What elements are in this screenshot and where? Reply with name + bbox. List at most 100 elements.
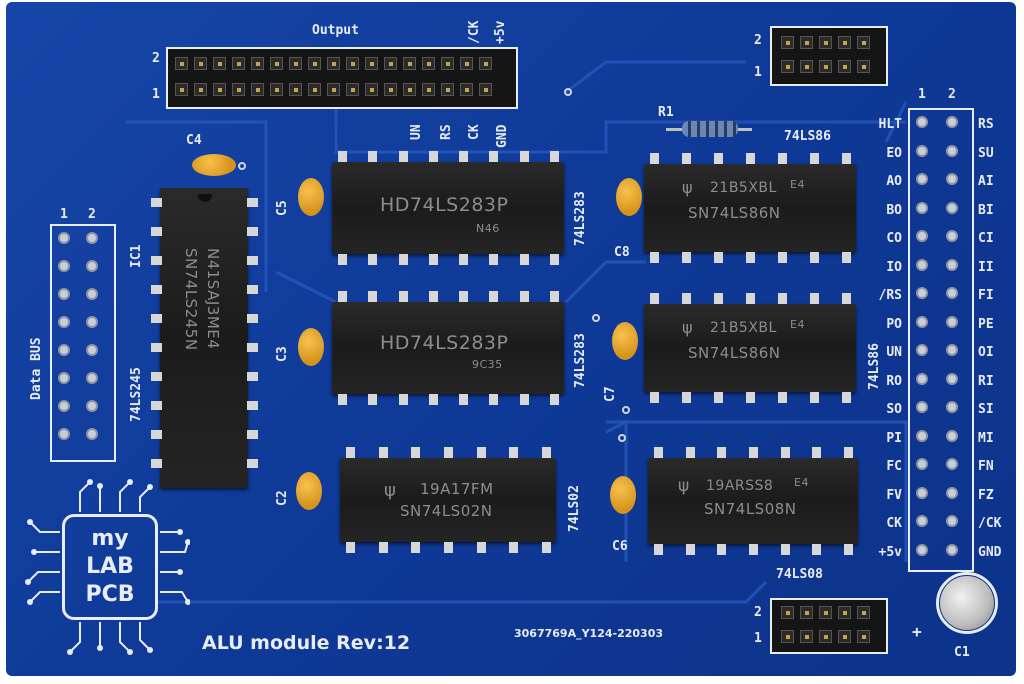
header-pad	[86, 316, 98, 328]
ti-logo-icon: ψ	[682, 178, 693, 197]
connector-pad	[916, 116, 928, 128]
connector-left-label: FV	[886, 487, 902, 503]
chip-leg	[746, 252, 755, 263]
u02-part-number: SN74LS02N	[400, 502, 493, 520]
header-pin	[460, 83, 473, 96]
header-pin	[289, 57, 302, 70]
connector-pad	[946, 458, 958, 470]
u-74ls283-b: HD74LS283P 9C35	[332, 302, 564, 394]
chip-leg	[810, 252, 819, 263]
chip-leg	[519, 254, 529, 265]
connector-right-label: SI	[978, 402, 994, 417]
u08-part-number: SN74LS08N	[704, 500, 797, 518]
connector-right-label: MI	[978, 430, 994, 446]
connector-right-label: II	[978, 259, 994, 275]
connector-pad	[946, 116, 958, 128]
ic1-silk: 74LS245	[129, 367, 144, 422]
header-pin	[194, 83, 207, 96]
connector-left-label: EO	[886, 145, 902, 161]
u283a-code: N46	[476, 222, 500, 235]
chip-leg	[844, 544, 853, 555]
u02-marking: 19A17FM	[420, 480, 494, 498]
header-pin	[232, 57, 245, 70]
connector-right-label: FI	[978, 288, 994, 303]
connector-pad	[916, 201, 928, 214]
chip-leg	[346, 447, 355, 458]
bottom-right-header[interactable]	[770, 598, 888, 654]
u283b-silk: 74LS283	[573, 333, 588, 388]
chip-leg	[247, 372, 258, 381]
header-pin	[800, 630, 813, 643]
chip-leg	[398, 151, 408, 162]
chip-leg	[550, 254, 559, 265]
chip-leg	[428, 254, 438, 265]
data-bus-label: Data BUS	[29, 337, 44, 400]
chip-leg	[489, 291, 499, 302]
chip-leg	[247, 430, 258, 439]
chip-leg	[459, 394, 469, 405]
header-pad	[86, 288, 98, 300]
header-pin	[819, 36, 832, 49]
header-pad	[86, 400, 98, 412]
connector-right-label: BI	[978, 202, 994, 218]
chip-leg	[411, 542, 421, 553]
u86a-part-number: SN74LS86N	[688, 204, 781, 222]
pcb-board: Output /CK +5v 2 1 UN RS CK GND 2 1 N41S…	[6, 2, 1016, 676]
chip-leg	[368, 291, 378, 302]
header-pin	[838, 60, 851, 73]
via	[622, 406, 630, 414]
connector-right-label: PE	[978, 316, 994, 332]
connector-pad	[916, 401, 928, 413]
c6-label: C6	[612, 539, 628, 554]
u-74ls08: ψ 19ARSS8 E4 SN74LS08N	[648, 458, 858, 544]
header-pin	[441, 57, 454, 70]
header-pin	[175, 57, 188, 70]
connector-pad	[916, 429, 928, 442]
chip-leg	[650, 252, 659, 263]
ic1-ref: IC1	[129, 244, 144, 268]
chip-leg	[714, 392, 723, 403]
via	[238, 162, 246, 170]
connector-pad	[916, 344, 928, 356]
connector-left-label: /RS	[878, 288, 902, 303]
connector-left-label: PO	[886, 316, 902, 332]
connector-left-label: HLT	[878, 117, 902, 132]
chip-leg	[338, 291, 347, 302]
header-pin	[346, 57, 359, 70]
data-bus-col1: 1	[60, 207, 68, 222]
chip-leg	[444, 542, 453, 553]
header-pad	[58, 372, 70, 384]
output-label: Output	[312, 23, 359, 38]
right-connector[interactable]	[908, 108, 974, 572]
u-74ls283-a: HD74LS283P N46	[332, 162, 564, 254]
u283a-marking: HD74LS283P	[380, 194, 509, 216]
header-pin	[800, 606, 813, 619]
connector-left-label: UN	[886, 345, 902, 360]
chip-leg	[685, 447, 695, 458]
connector-pad	[916, 372, 928, 385]
connector-pad	[946, 287, 958, 299]
chip-leg	[650, 153, 659, 164]
u86a-silk: 74LS86	[784, 129, 831, 144]
header-pin	[251, 83, 264, 96]
chip-leg	[247, 314, 258, 323]
output-header[interactable]	[166, 47, 518, 109]
chip-leg	[746, 153, 755, 164]
ck-label: /CK	[467, 20, 482, 44]
header-pin	[213, 57, 226, 70]
header-pad	[58, 400, 70, 412]
u86b-part-number: SN74LS86N	[688, 344, 781, 362]
data-bus-header[interactable]	[50, 224, 116, 462]
connector-pad	[916, 144, 928, 157]
capacitor-c4	[192, 154, 236, 176]
top-right-header[interactable]	[770, 26, 888, 86]
board-title: ALU module Rev:12	[202, 632, 411, 654]
connector-left-label: BO	[886, 202, 902, 218]
connector-pad	[916, 515, 928, 527]
connector-pad	[946, 372, 958, 385]
chip-leg	[714, 153, 723, 164]
header-pin	[441, 83, 454, 96]
c1-plus-label: +	[912, 622, 922, 641]
connector-left-label: SO	[886, 402, 902, 417]
capacitor-c5	[298, 178, 324, 216]
